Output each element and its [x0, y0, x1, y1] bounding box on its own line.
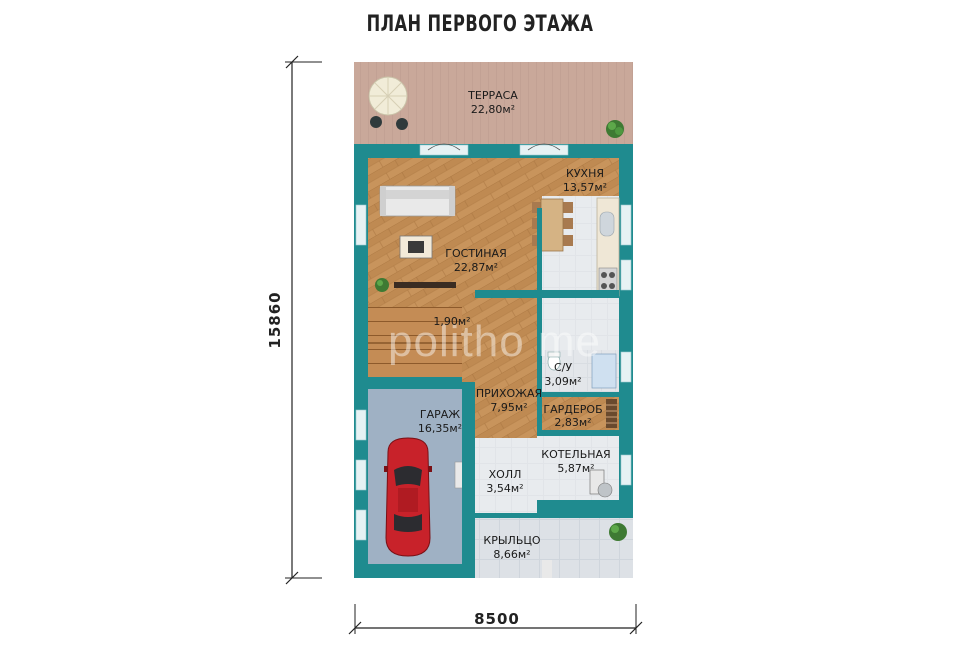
- sofa-icon: [379, 185, 456, 217]
- sink-icon: [599, 211, 615, 237]
- living-name: ГОСТИНАЯ: [445, 247, 506, 260]
- wc-name: С/У: [554, 361, 572, 374]
- wardrobe-name: ГАРДЕРОБ: [543, 403, 602, 416]
- boiler-area: 5,87м²: [557, 462, 594, 475]
- plant-porch-icon: [609, 523, 627, 541]
- living-area: 22,87м²: [454, 261, 498, 274]
- toilet-icon: [547, 351, 561, 371]
- coffee-table-icon: [399, 235, 433, 259]
- porch-area: 8,66м²: [493, 548, 530, 561]
- hallway-floor: [475, 298, 537, 438]
- porch-floor: [475, 518, 633, 578]
- terrace-doors: [427, 143, 561, 151]
- dimension-height: 15860: [266, 55, 322, 585]
- page-title: ПЛАН ПЕРВОГО ЭТАЖА: [366, 12, 594, 37]
- watermark: politho me: [388, 317, 601, 366]
- hallway-area: 7,95м²: [490, 401, 527, 414]
- shower-icon: [591, 353, 617, 389]
- kitchen-area: 13,57м²: [563, 181, 607, 194]
- kitchen-name: КУХНЯ: [566, 167, 604, 180]
- terrace-area: 22,80м²: [471, 103, 515, 116]
- porch-name: КРЫЛЬЦО: [483, 534, 541, 547]
- hall-name: ХОЛЛ: [489, 468, 522, 481]
- windows: [355, 144, 632, 541]
- hall-floor: [475, 438, 537, 513]
- hallway-name: ПРИХОЖАЯ: [476, 387, 542, 400]
- hall-area: 3,54м²: [486, 482, 523, 495]
- terrace-name: ТЕРРАСА: [467, 89, 518, 102]
- stairs: [368, 307, 462, 377]
- umbrella-table-icon: [368, 76, 408, 130]
- car-icon: [384, 437, 432, 557]
- garage-name: ГАРАЖ: [420, 408, 460, 421]
- wc-area: 3,09м²: [544, 375, 581, 388]
- wardrobe-rack-icon: [606, 399, 617, 428]
- garage-area: 16,35м²: [418, 422, 462, 435]
- tv-stand-icon: [394, 282, 456, 288]
- wardrobe-area: 2,83м²: [554, 416, 591, 429]
- dimension-width-label: 8500: [474, 610, 520, 628]
- plant-living-icon: [375, 278, 389, 292]
- boiler-name: КОТЕЛЬНАЯ: [541, 448, 610, 461]
- dimension-height-label: 15860: [266, 291, 284, 348]
- plant-icon: [606, 120, 624, 138]
- boiler-icon: [589, 469, 613, 498]
- stairs-area: 1,90м²: [433, 315, 470, 328]
- dimension-width: 8500: [348, 604, 643, 635]
